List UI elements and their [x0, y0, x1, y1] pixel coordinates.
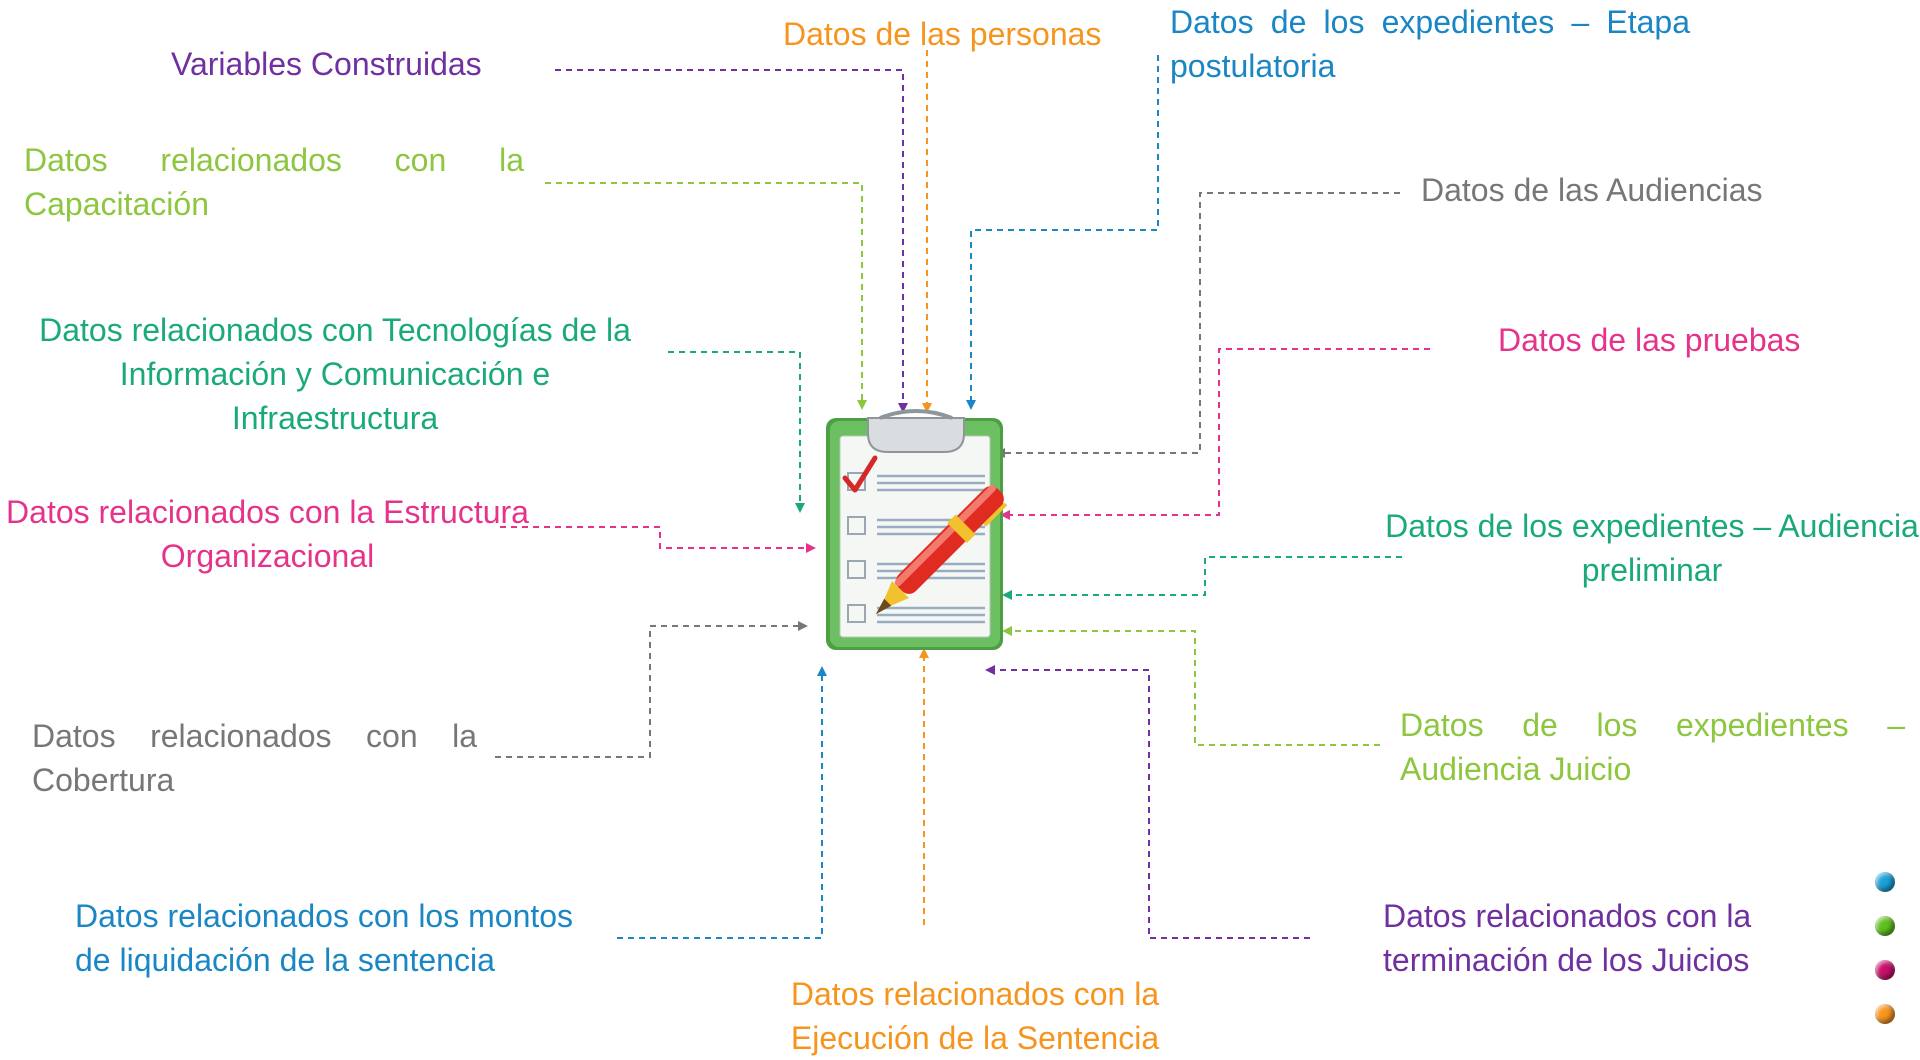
connector-preliminar: [1002, 556, 1402, 600]
label-cobertura: Datos relacionados con la Cobertura: [32, 718, 477, 798]
label-ejecucion-sentencia: Datos relacionados con la Ejecución de l…: [790, 976, 1160, 1056]
label-estructura-organizacional: Datos relacionados con la Estructura Org…: [6, 494, 529, 574]
clipboard-checklist-with-pen-icon: [826, 409, 1008, 650]
connector-capacitacion: [545, 182, 867, 410]
dot-icon: [1875, 1004, 1895, 1024]
label-pruebas: Datos de las pruebas: [1498, 322, 1801, 358]
connector-terminacion: [985, 665, 1310, 939]
connector-pruebas: [1000, 348, 1430, 520]
label-variables-construidas: Variables Construidas: [171, 46, 482, 82]
label-tic-infraestructura: Datos relacionados con Tecnologías de la…: [39, 312, 631, 436]
connector-tic: [668, 351, 805, 513]
label-terminacion-juicios: Datos relacionados con la terminación de…: [1383, 898, 1752, 978]
connector-audiencias: [995, 192, 1400, 458]
label-datos-personas: Datos de las personas: [783, 16, 1102, 52]
connector-juicio: [1002, 626, 1380, 746]
dot-icon: [1875, 960, 1895, 980]
connector-cobertura: [495, 621, 808, 758]
label-capacitacion: Datos relacionados con la Capacitación: [24, 142, 524, 222]
connector-estructura: [500, 526, 816, 553]
connector-montos: [617, 666, 827, 939]
label-expedientes-preliminar: Datos de los expedientes – Audiencia pre…: [1385, 508, 1919, 588]
dot-icon: [1875, 916, 1895, 936]
label-expedientes-juicio: Datos de los expedientes – Audiencia Jui…: [1400, 707, 1905, 787]
connector-expedientes-postulatoria: [966, 55, 1159, 410]
connector-variables-construidas: [555, 69, 908, 413]
label-audiencias: Datos de las Audiencias: [1421, 172, 1763, 208]
label-expedientes-postulatoria: Datos de los expedientes – Etapa postula…: [1170, 4, 1690, 84]
label-montos-liquidacion: Datos relacionados con los montos de liq…: [75, 898, 574, 978]
decorative-dots: [1875, 872, 1899, 1048]
dot-icon: [1875, 872, 1895, 892]
